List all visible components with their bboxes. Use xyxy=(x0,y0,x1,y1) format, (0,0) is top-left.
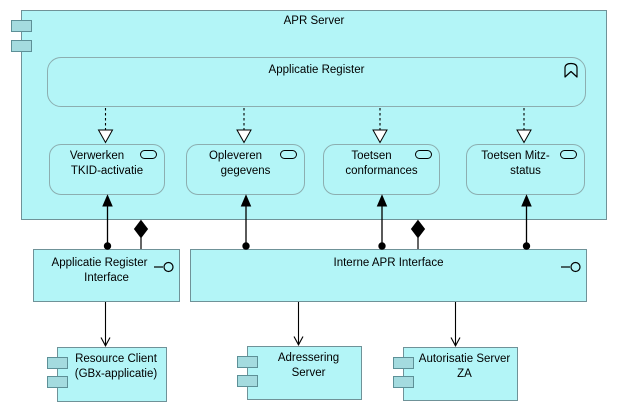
applicatie-register-function: Applicatie Register xyxy=(47,57,586,107)
service-toetsen-conformances: Toetsen conformances xyxy=(323,144,440,195)
apr-server-component: APR Server Applicatie Register Verwerken… xyxy=(10,10,607,220)
service-label-line: Toetsen Mitz- xyxy=(481,150,550,162)
interface-lollipop-icon xyxy=(154,260,176,273)
service-toetsen-mitz-status: Toetsen Mitz- status xyxy=(466,144,585,195)
service-label-line: status xyxy=(510,165,541,177)
service-stadium-icon xyxy=(140,150,157,159)
component-icon xyxy=(46,376,68,388)
service-label-line: conformances xyxy=(345,165,418,177)
adressering-server-component: Adressering Server xyxy=(236,346,362,400)
component-label-line: Resource Client xyxy=(75,353,157,365)
component-label-line: Server xyxy=(291,367,326,379)
service-label-line: Toetsen xyxy=(351,150,392,162)
service-verwerken-tkid-activatie: Verwerken TKID-activatie xyxy=(49,144,165,195)
serving-arrows xyxy=(100,302,461,347)
service-stadium-icon xyxy=(415,150,432,159)
component-icon xyxy=(236,356,258,368)
service-label-line: gegevens xyxy=(220,165,271,177)
component-icon xyxy=(10,20,32,32)
composition-diamonds xyxy=(133,219,426,249)
component-label-line: (GBx-applicatie) xyxy=(74,368,158,380)
component-icon xyxy=(392,357,414,369)
component-icon xyxy=(10,40,32,52)
apr-server-label: APR Server xyxy=(283,15,345,27)
interface-label-line: Interne APR Interface xyxy=(333,257,444,269)
component-label-line: Autorisatie Server xyxy=(418,353,511,365)
interne-apr-interface: Interne APR Interface xyxy=(190,249,587,302)
component-icon xyxy=(236,375,258,387)
interface-label-line: Interface xyxy=(84,272,129,284)
service-label-line: Opleveren xyxy=(208,150,263,162)
function-icon xyxy=(563,62,579,78)
service-label-line: Verwerken xyxy=(69,150,125,162)
service-stadium-icon xyxy=(560,150,577,159)
component-icon xyxy=(392,376,414,388)
component-label-line: ZA xyxy=(457,368,472,380)
component-label-line: Adressering xyxy=(277,352,340,364)
applicatie-register-interface: Applicatie Register Interface xyxy=(33,249,180,302)
service-opleveren-gegevens: Opleveren gegevens xyxy=(186,144,305,195)
interface-lollipop-icon xyxy=(561,260,583,273)
service-stadium-icon xyxy=(280,150,297,159)
component-icon xyxy=(46,357,68,369)
service-label-line: TKID-activatie xyxy=(70,165,144,177)
resource-client-component: Resource Client (GBx-applicatie) xyxy=(46,347,167,402)
interface-label-line: Applicatie Register xyxy=(51,257,148,269)
applicatie-register-label: Applicatie Register xyxy=(268,64,365,76)
autorisatie-server-component: Autorisatie Server ZA xyxy=(392,347,518,401)
